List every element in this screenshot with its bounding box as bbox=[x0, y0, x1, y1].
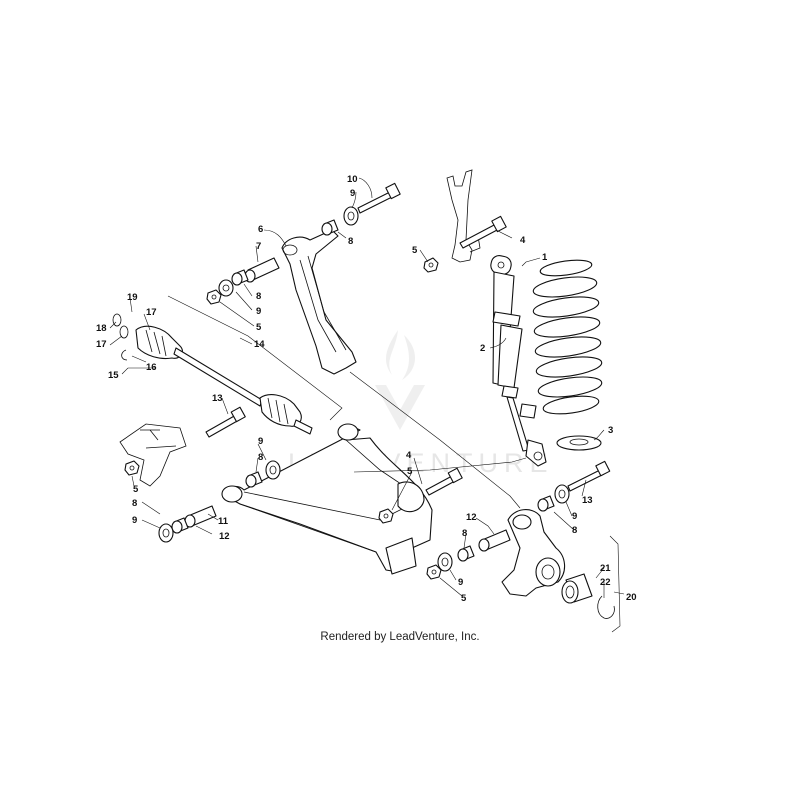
pivot-7 bbox=[244, 257, 280, 283]
callout-13-right: 13 bbox=[582, 495, 593, 506]
callout-14: 14 bbox=[254, 339, 265, 350]
callout-17-a: 17 bbox=[146, 307, 157, 318]
callout-9-lowleft: 9 bbox=[132, 515, 137, 526]
callout-12-left: 12 bbox=[219, 531, 230, 542]
washer-9-upper-left bbox=[218, 279, 234, 297]
callout-2: 2 bbox=[480, 343, 485, 354]
snap-ring bbox=[597, 595, 615, 619]
callout-16: 16 bbox=[146, 362, 157, 373]
callout-7: 7 bbox=[256, 241, 261, 252]
callout-20: 20 bbox=[626, 592, 637, 603]
frame-bracket bbox=[119, 423, 187, 487]
callout-9-mid: 9 bbox=[258, 436, 263, 447]
callout-9-left: 9 bbox=[256, 306, 261, 317]
callout-13-left: 13 bbox=[212, 393, 223, 404]
callout-3: 3 bbox=[608, 425, 613, 436]
callout-9-right: 9 bbox=[572, 511, 577, 522]
callout-8-top: 8 bbox=[348, 236, 353, 247]
callout-18: 18 bbox=[96, 323, 107, 334]
callout-5-lowleft: 5 bbox=[133, 484, 139, 495]
bushing-8-upper-left bbox=[231, 269, 249, 286]
bolt-10 bbox=[357, 182, 401, 214]
nut-5-lower-left bbox=[124, 460, 140, 476]
callout-12-right: 12 bbox=[466, 512, 477, 523]
bolt-4-middle bbox=[425, 467, 463, 496]
boot-clamps bbox=[112, 313, 129, 361]
spring-seat bbox=[556, 435, 602, 451]
callout-9-top: 9 bbox=[350, 188, 355, 199]
bushing-8-upper-right bbox=[321, 219, 339, 236]
bolt-13-left bbox=[205, 406, 246, 438]
shock-absorber bbox=[490, 255, 547, 467]
callout-4-top: 4 bbox=[520, 235, 526, 246]
washer-9-lower-left bbox=[158, 523, 174, 543]
wheel-bearing bbox=[561, 573, 593, 604]
callout-19: 19 bbox=[127, 292, 138, 303]
callout-9-knuckle: 9 bbox=[458, 577, 463, 588]
callout-21: 21 bbox=[600, 563, 611, 574]
washer-9-upper-right bbox=[343, 206, 359, 226]
coil-spring bbox=[532, 259, 603, 415]
bushing-8-lower bbox=[245, 471, 263, 488]
callout-5-knuckle: 5 bbox=[461, 593, 467, 604]
callout-11: 11 bbox=[218, 516, 229, 527]
callout-17-b: 17 bbox=[96, 339, 107, 350]
bushing-8-right bbox=[537, 495, 555, 512]
pivot-12-left bbox=[184, 505, 217, 528]
callout-5-left: 5 bbox=[256, 322, 262, 333]
bushing-8-knuckle bbox=[457, 545, 475, 562]
callout-6: 6 bbox=[258, 224, 263, 235]
drive-axle bbox=[135, 325, 313, 435]
washer-9-right bbox=[554, 484, 570, 504]
upper-a-arm bbox=[281, 229, 357, 375]
nut-5-middle bbox=[378, 508, 394, 524]
nut-5-upper-left bbox=[206, 289, 222, 305]
callout-10: 10 bbox=[347, 174, 358, 185]
washer-9-lower bbox=[265, 460, 281, 480]
callout-8-left: 8 bbox=[256, 291, 261, 302]
lower-a-arm bbox=[221, 423, 433, 575]
bolt-4 bbox=[459, 215, 507, 249]
callout-8-mid: 8 bbox=[258, 452, 263, 463]
bolt-13-right bbox=[567, 460, 611, 492]
callout-22: 22 bbox=[600, 577, 611, 588]
washer-9-knuckle bbox=[437, 552, 453, 572]
callout-labels: 10 9 8 6 7 8 9 5 14 4 5 1 2 3 19 17 18 1… bbox=[96, 174, 637, 604]
steering-knuckle bbox=[501, 509, 566, 597]
callout-15: 15 bbox=[108, 370, 119, 381]
nut-5-upper bbox=[423, 257, 439, 273]
callout-5-mid: 5 bbox=[407, 466, 413, 477]
diagram-caption: Rendered by LeadVenture, Inc. bbox=[320, 631, 480, 643]
bushing-8-lower-left bbox=[171, 517, 189, 534]
callout-4-mid: 4 bbox=[406, 450, 412, 461]
watermark-logo bbox=[375, 330, 425, 430]
leader-lines bbox=[109, 177, 625, 633]
callout-8-knuckle: 8 bbox=[462, 528, 467, 539]
callout-1: 1 bbox=[542, 252, 548, 263]
pivot-12-right bbox=[478, 529, 511, 552]
callout-8-right: 8 bbox=[572, 525, 577, 536]
nut-5-knuckle bbox=[426, 564, 442, 580]
callout-5-top: 5 bbox=[412, 245, 418, 256]
callout-8-lowleft: 8 bbox=[132, 498, 137, 509]
